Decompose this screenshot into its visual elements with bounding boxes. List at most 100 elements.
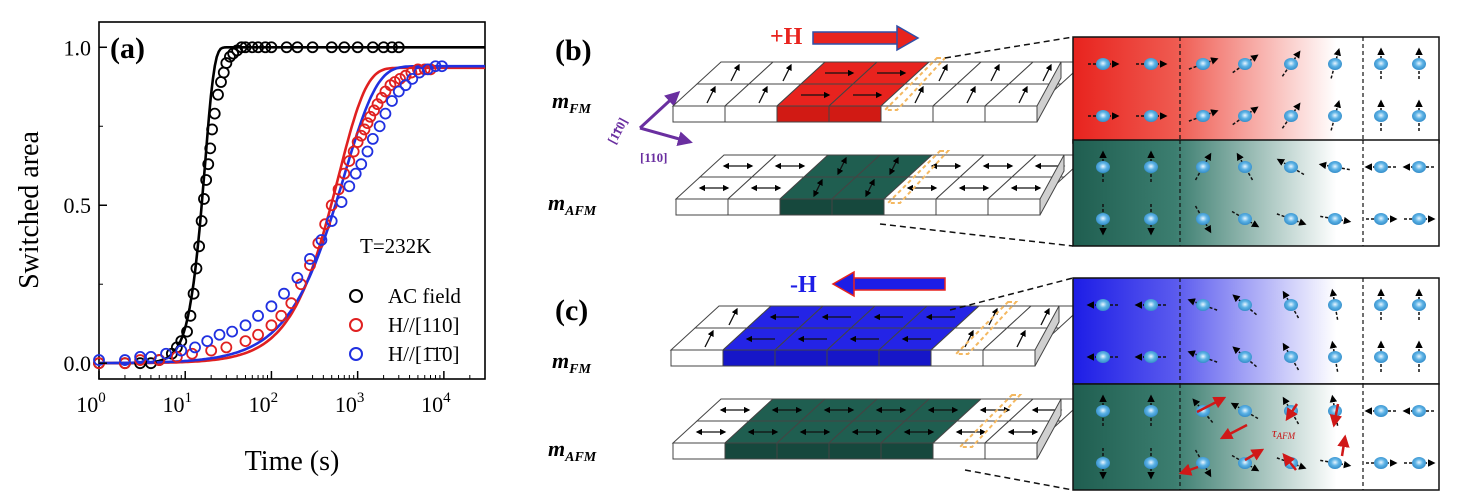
atom <box>1196 299 1210 311</box>
atom <box>1328 299 1342 311</box>
overbar <box>613 126 618 134</box>
minus-h-arrow <box>831 270 946 298</box>
direction-label-110bar: [110] <box>604 115 630 146</box>
atom <box>1096 161 1110 173</box>
data-point <box>213 328 226 341</box>
data-point <box>304 259 316 272</box>
atom <box>1096 58 1110 70</box>
data-point <box>119 354 131 366</box>
m-afm-label-c: mAFM <box>548 436 597 465</box>
y-tick-label: 1.0 <box>64 35 92 60</box>
data-point <box>343 180 356 193</box>
torque-arrow <box>1285 403 1299 422</box>
atom <box>1096 405 1110 417</box>
legend-label: H//[110] <box>388 313 460 337</box>
x-tick-label: 102 <box>249 390 279 417</box>
data-point <box>392 85 405 98</box>
data-point <box>335 196 348 208</box>
data-point <box>220 341 233 354</box>
lattice-front <box>779 198 833 216</box>
atom <box>1374 161 1388 173</box>
spin-arrow <box>1016 329 1026 348</box>
atom <box>1412 58 1426 70</box>
data-point <box>351 136 364 148</box>
atom <box>1374 299 1388 311</box>
data-point <box>206 123 218 136</box>
atom <box>1412 351 1426 363</box>
data-point <box>368 104 380 117</box>
legend-label: H//[1̄1̄0] <box>388 342 460 366</box>
spin-axis <box>1187 350 1218 363</box>
torque-arrow <box>1329 403 1343 428</box>
x-axis-title: Time (s) <box>245 446 340 477</box>
data-point <box>375 91 388 104</box>
atom <box>1144 161 1158 173</box>
lattice-front <box>826 349 880 367</box>
data-point <box>379 107 392 120</box>
atom <box>1374 457 1388 469</box>
highlight-strip <box>885 150 951 204</box>
legend-label: AC field <box>388 284 461 308</box>
atom <box>1412 110 1426 122</box>
data-point <box>239 41 252 54</box>
data-point <box>252 328 264 341</box>
data-point <box>215 76 227 88</box>
atom <box>1284 110 1298 122</box>
lattice-front <box>935 198 989 216</box>
atom <box>1238 405 1252 417</box>
atom <box>1328 351 1342 363</box>
data-point <box>265 41 278 54</box>
spin-arrow <box>730 63 740 82</box>
spin-arrow <box>966 85 976 104</box>
lattice-front <box>982 349 1036 367</box>
zoom-box-frame <box>1072 36 1440 144</box>
spin-arrow <box>889 156 899 176</box>
data-point <box>332 183 345 196</box>
data-point <box>198 193 210 205</box>
legend-marker <box>349 289 363 303</box>
data-point <box>429 60 442 73</box>
data-point <box>175 344 188 357</box>
lattice-front <box>675 198 729 216</box>
atom <box>1374 351 1388 363</box>
data-point <box>160 347 172 360</box>
data-point <box>392 41 405 54</box>
data-point <box>306 41 319 54</box>
data-point <box>304 253 316 265</box>
atom <box>1196 351 1210 363</box>
data-point <box>325 215 338 227</box>
torque-arrow <box>1219 423 1248 440</box>
y-tick-label: 0.0 <box>64 351 92 376</box>
spin-axis <box>1187 298 1218 311</box>
data-point <box>246 41 259 54</box>
data-point <box>358 123 371 136</box>
panel-c: (c) -H mFM mAFM τAFM <box>548 270 1440 491</box>
atom <box>1144 58 1158 70</box>
torque-arrow <box>1337 434 1350 457</box>
lattice-b-fm <box>671 57 1087 123</box>
data-point <box>252 309 264 322</box>
atom <box>1374 405 1388 417</box>
data-point <box>351 41 364 54</box>
panel-label-a: (a) <box>110 32 145 65</box>
atom <box>1328 457 1342 469</box>
data-point <box>275 309 288 322</box>
torque-arrow <box>1178 463 1199 476</box>
data-point <box>119 357 131 370</box>
atom <box>1196 110 1210 122</box>
chart-frame <box>98 21 486 380</box>
data-point <box>201 335 214 347</box>
data-point <box>373 120 386 133</box>
atom <box>1096 457 1110 469</box>
data-point <box>421 63 434 76</box>
data-point <box>189 341 201 354</box>
atom <box>1284 351 1298 363</box>
lattice-front <box>880 105 934 123</box>
torque-arrow <box>1244 448 1265 462</box>
data-point <box>186 347 198 360</box>
crystal-directions: [110] [110] <box>604 90 693 165</box>
x-tick-label: 104 <box>421 390 451 417</box>
lattice-front <box>984 442 1038 460</box>
